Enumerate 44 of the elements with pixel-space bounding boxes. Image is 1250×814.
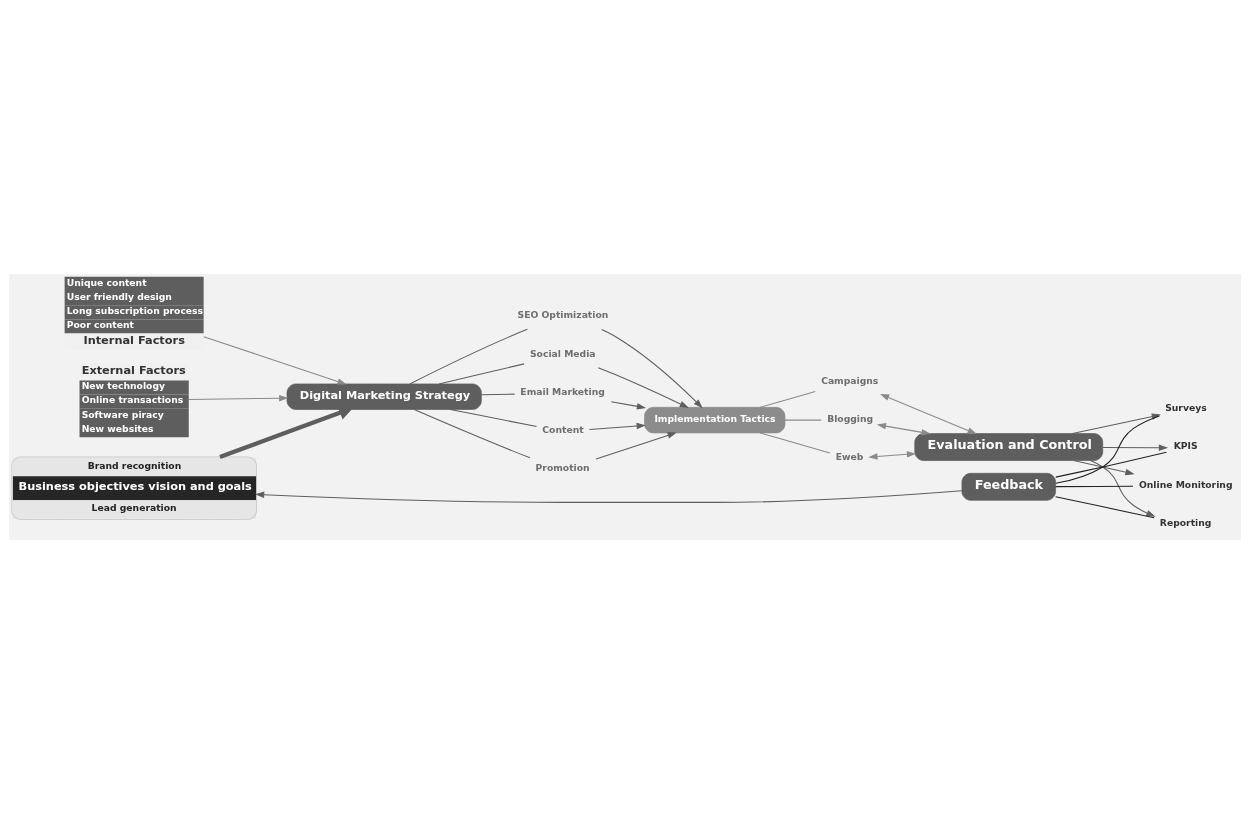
- arrow: [880, 394, 977, 435]
- node-text: Email Marketing: [520, 385, 605, 397]
- arrow: [597, 367, 689, 408]
- node-text: Eweb: [835, 451, 864, 463]
- arrow: [610, 401, 647, 410]
- connector: [759, 432, 831, 454]
- connector: [449, 409, 538, 427]
- connector: [784, 419, 822, 421]
- node-text: Online Monitoring: [1138, 478, 1233, 490]
- connector: [481, 393, 516, 396]
- node-box: Implementation Tactics: [644, 407, 786, 434]
- arrow: [1089, 460, 1156, 517]
- node-label: External Factors: [81, 362, 186, 377]
- arrow: [1072, 413, 1162, 435]
- node-text: Surveys: [1165, 402, 1207, 414]
- node-text: Promotion: [535, 462, 590, 474]
- arrow: [203, 336, 347, 385]
- node-box: Feedback: [961, 472, 1056, 501]
- connector: [1055, 496, 1155, 519]
- node-text: Blogging: [827, 412, 874, 424]
- node-box: Evaluation and Control: [914, 433, 1104, 461]
- arrow: [868, 451, 917, 460]
- arrow: [1102, 444, 1169, 451]
- arrow: [595, 432, 677, 460]
- arrow: [588, 422, 646, 431]
- connector: [1055, 485, 1134, 488]
- node-box: Digital Marketing Strategy: [286, 383, 482, 410]
- arrow: [188, 394, 289, 402]
- connector: [409, 328, 528, 385]
- connector: [413, 409, 531, 459]
- node-text: SEO Optimization: [517, 309, 609, 321]
- connector: [759, 391, 816, 408]
- node-text: Social Media: [529, 347, 596, 359]
- arrow: [601, 328, 703, 409]
- connector: [438, 363, 525, 385]
- arrow: [255, 490, 963, 503]
- connector: [1055, 451, 1167, 478]
- node-text: KPIS: [1173, 440, 1198, 452]
- node-text: Campaigns: [821, 374, 879, 386]
- arrow: [1073, 460, 1135, 476]
- arrow: [876, 423, 931, 436]
- node-text: Content: [542, 424, 584, 436]
- connector: [1055, 415, 1160, 484]
- node-text: Reporting: [1159, 517, 1212, 529]
